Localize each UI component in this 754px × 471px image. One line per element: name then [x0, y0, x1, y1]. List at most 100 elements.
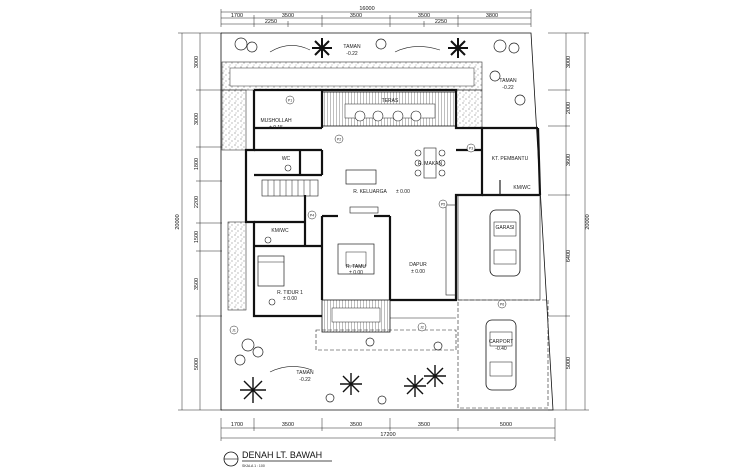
- dim-bottom-5: 5000: [500, 422, 512, 428]
- dimension-top: 16000 1700 3500 3500 3500 3800 2250 2250: [220, 6, 532, 27]
- room-keluarga: R. KELUARGA: [353, 189, 387, 195]
- toilet-icon: [264, 236, 272, 244]
- dim-top-3: 3500: [350, 13, 362, 19]
- garden-bottom: TAMAN -0.22: [234, 337, 446, 405]
- shrub-icon: [252, 346, 264, 358]
- dim-top-overall: 16000: [359, 6, 374, 12]
- shrub-icon: [493, 39, 507, 53]
- room-makan: R. MAKAN: [418, 161, 443, 167]
- room-mushollah: MUSHOLLAH: [260, 118, 292, 124]
- shrub-icon: [514, 94, 526, 106]
- dim-top-4: 3500: [418, 13, 430, 19]
- car-icon: [489, 209, 521, 277]
- makan: R. MAKAN: [414, 147, 446, 179]
- palm-icon: [448, 38, 468, 58]
- level-taman-top: -0.22: [346, 51, 358, 57]
- wc-small: WC: [282, 156, 292, 172]
- dim-bottom-3: 3500: [350, 422, 362, 428]
- dim-right-overall: 20000: [585, 214, 591, 229]
- shrub-icon: [489, 70, 501, 82]
- tidur: R. TIDUR 1 ± 0.00: [257, 255, 303, 306]
- tag-j2: J2: [420, 326, 424, 330]
- tag-p1: P1: [288, 99, 292, 103]
- level-tamu: ± 0.00: [349, 270, 363, 276]
- dim-bottom-4: 3500: [418, 422, 430, 428]
- sofa-icon: [345, 169, 377, 185]
- shrub-icon: [377, 395, 387, 405]
- tag-p3: P3: [469, 147, 473, 151]
- mushollah: MUSHOLLAH ± 0.15: [260, 118, 292, 131]
- level-keluarga: ± 0.00: [396, 189, 410, 195]
- garden-right: TAMAN -0.22: [489, 70, 526, 106]
- dim-top-sub-2: 2250: [435, 19, 447, 25]
- toilet-icon: [268, 298, 276, 306]
- palm-icon: [424, 365, 446, 387]
- shrub-icon: [365, 337, 375, 347]
- dim-left-6: 3500: [194, 278, 200, 290]
- shrub-icon: [241, 338, 255, 352]
- dim-bottom-2: 3500: [282, 422, 294, 428]
- gravel-border: [221, 61, 483, 311]
- dapur: DAPUR ± 0.00: [409, 204, 457, 296]
- tv-cabinet-icon: [349, 206, 379, 214]
- coffee-table-icon: [345, 251, 367, 267]
- tag-j1: J1: [232, 329, 236, 333]
- shrub-icon: [234, 37, 248, 51]
- km-wc: KM/WC: [264, 228, 289, 244]
- dim-left-1: 3000: [194, 56, 200, 68]
- room-wc: WC: [282, 156, 291, 162]
- dim-left-7: 5000: [194, 358, 200, 370]
- drawing-title-block: DENAH LT. BAWAH SKALA 1 : 100: [223, 450, 332, 468]
- dining-table-icon: [423, 147, 437, 179]
- tag-p2: P2: [337, 138, 341, 142]
- shrub-icon: [325, 393, 335, 403]
- front-porch: [315, 299, 457, 351]
- dim-left-4: 2200: [194, 196, 200, 208]
- shrub-icon: [234, 354, 246, 366]
- teras: TERAS: [321, 91, 457, 127]
- shrub-icon: [508, 42, 520, 54]
- tamu: R. TAMU ± 0.00: [337, 243, 375, 276]
- dimension-right: 3000 2000 3600 6400 5000 20000: [548, 32, 591, 411]
- drawing-scale: SKALA 1 : 100: [242, 464, 265, 468]
- shrub-icon: [375, 38, 387, 50]
- palm-icon: [312, 38, 332, 58]
- bed-icon: [257, 255, 285, 287]
- dim-top-1: 1700: [231, 13, 243, 19]
- dim-right-5: 5000: [566, 357, 572, 369]
- level-tidur: ± 0.00: [283, 296, 297, 302]
- room-km-wc: KM/WC: [271, 228, 289, 234]
- room-tamu: R. TAMU: [346, 264, 366, 270]
- room-teras: TERAS: [382, 98, 399, 104]
- kitchen-counter-icon: [445, 204, 457, 296]
- room-garasi: GARASI: [496, 225, 515, 231]
- room-pembantu: KT. PEMBANTU: [492, 156, 529, 162]
- dim-bottom-overall: 17200: [380, 432, 395, 438]
- dimension-bottom: 1700 3500 3500 3500 5000 17200: [220, 418, 556, 441]
- dimension-left: 20000 3000 3000 1800 2200 1500 3500 5000: [175, 32, 222, 411]
- garasi: GARASI: [457, 194, 541, 301]
- palm-icon: [240, 377, 266, 403]
- keluarga: R. KELUARGA ± 0.00: [345, 169, 410, 214]
- dim-top-2: 3500: [282, 13, 294, 19]
- room-taman-top: TAMAN: [343, 44, 361, 50]
- shrub-icon: [433, 341, 443, 351]
- level-mushollah: ± 0.15: [269, 125, 283, 131]
- opening-tags: P1 P2 P3 P4 P5 P6 J1 J2: [229, 95, 507, 335]
- dim-right-3: 3600: [566, 154, 572, 166]
- level-carport: -0.40: [495, 346, 507, 352]
- room-taman-bottom: TAMAN: [296, 370, 314, 376]
- room-dapur: DAPUR: [409, 262, 427, 268]
- dim-left-overall: 20000: [175, 214, 181, 229]
- dim-left-5: 1500: [194, 231, 200, 243]
- garden-top: TAMAN -0.22: [234, 37, 520, 58]
- sofa-set-icon: [337, 243, 375, 275]
- dim-top-sub-1: 2250: [265, 19, 277, 25]
- dim-left-2: 3000: [194, 113, 200, 125]
- car-icon: [485, 319, 517, 391]
- shrub-icon: [246, 41, 258, 53]
- tag-p4: P4: [310, 214, 314, 218]
- room-taman-right: TAMAN: [499, 78, 517, 84]
- level-taman-right: -0.22: [502, 85, 514, 91]
